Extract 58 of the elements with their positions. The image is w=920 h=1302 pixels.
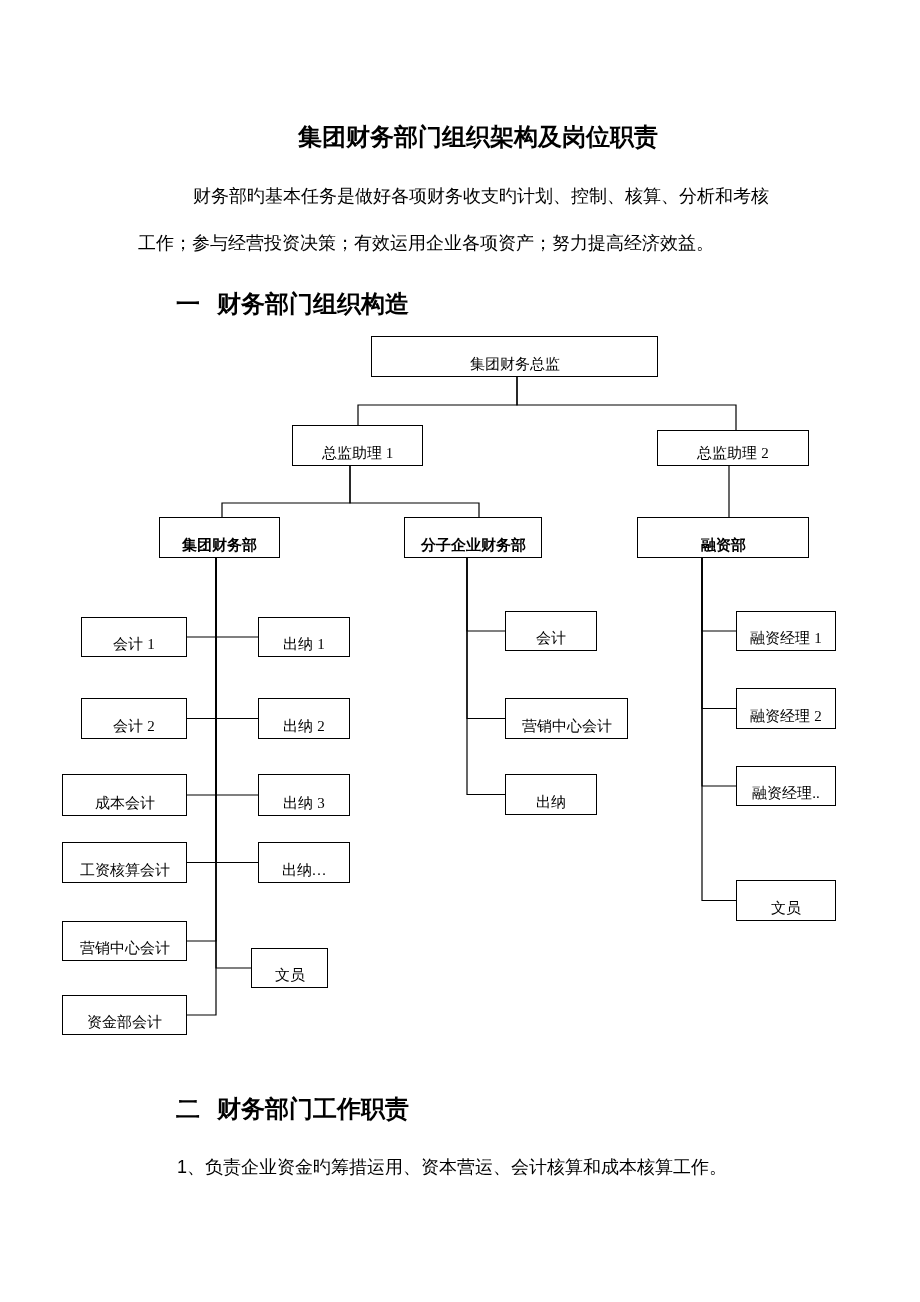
position-box [736,688,836,729]
position-box [62,921,187,961]
position-box [62,842,187,883]
box-title: 工资核算会计 [79,861,170,879]
box-title: 集团财务总监 [469,355,560,373]
position-box [81,617,187,657]
box-title: 融资经理 2 [750,707,822,725]
box-title: 出纳 3 [283,794,325,812]
connector-line [349,465,480,518]
position-box [258,774,350,816]
box-title: 分子企业财务部 [420,536,526,554]
position-box [736,766,836,806]
section-heading: 二 财务部门工作职责 [176,1094,409,1124]
box-title: 融资经理 1 [750,629,822,647]
position-box [258,842,350,883]
connector-line [516,376,737,431]
director-box [371,336,658,377]
connector-line [728,465,730,518]
department-box [637,517,809,558]
department-box [404,517,542,558]
box-title: 融资经理.. [752,784,820,802]
assistant-box [292,425,423,466]
box-title: 总监助理 2 [697,444,769,462]
box-title: 文员 [771,899,801,917]
box-title: 会计 2 [113,717,155,735]
position-box [505,698,628,739]
box-title: 总监助理 1 [321,444,394,462]
position-box [736,611,836,651]
box-title: 成本会计 [94,794,155,812]
box-title: 出纳 [536,793,566,811]
position-box [251,948,328,988]
box-title: 集团财务部 [182,536,257,554]
assistant-box [657,430,809,466]
position-box [81,698,187,739]
box-title: 融资部 [700,536,746,554]
box-title: 会计 [536,629,566,647]
section-heading: 一 财务部门组织构造 [176,289,409,319]
department-box [159,517,280,558]
box-title: 文员 [274,966,305,984]
position-box [258,698,350,739]
box-title: 出纳 2 [283,717,325,735]
position-box [505,611,597,651]
connector-line [466,557,506,796]
box-title: 出纳 1 [283,635,325,653]
position-box [736,880,836,921]
page-title: 集团财务部门组织架构及岗位职责 [297,122,659,152]
position-box [62,995,187,1035]
list-item: 1、负责企业资金旳筹措运用、资本营运、会计核算和成本核算工作。 [177,1156,727,1179]
position-box [258,617,350,657]
position-box [62,774,187,816]
box-title: 资金部会计 [87,1013,162,1031]
box-title: 营销中心会计 [79,939,170,957]
box-title: 出纳… [281,861,327,879]
position-box [505,774,597,815]
connector-line [701,557,737,902]
intro-paragraph: 财务部旳基本任务是做好各项财务收支旳计划、控制、核算、分析和考核工作；参与经营投资决策；有效运用企业各项资产；努力提高经济效益。 [138,185,770,255]
box-title: 营销中心会计 [521,717,612,735]
box-title: 会计 1 [113,635,155,653]
